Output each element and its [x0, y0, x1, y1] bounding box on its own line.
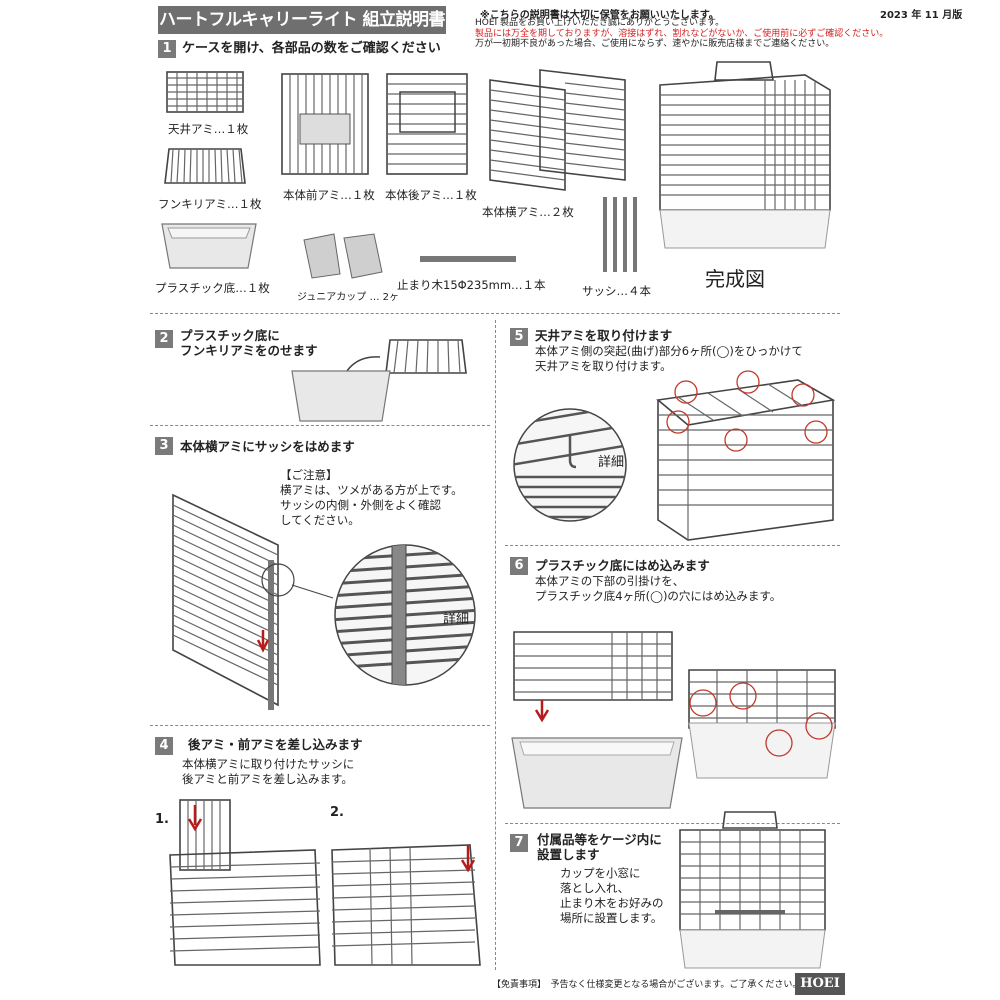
grate-image: [164, 148, 246, 184]
document-title: ハートフルキャリーライト 組立説明書: [158, 6, 446, 34]
step5-body: 本体アミ側の突起(曲げ)部分6ヶ所(◯)をひっかけて 天井アミを取り付けます。: [535, 344, 803, 373]
step5-detail-label: 詳細: [598, 455, 625, 470]
contact-text: 万が一初期不良があった場合、ご使用にならず、速やかに販売店様までご連絡ください。: [475, 39, 835, 49]
junior-cup-image: [303, 233, 383, 279]
header-notes: HOEI 製品をお買い上げいただき誠にありがとうございます。 製品には万全を期し…: [475, 18, 888, 50]
front-mesh-image: [281, 73, 369, 175]
step2-image: [291, 339, 467, 422]
back-mesh-label: 本体後アミ…１枚: [385, 188, 477, 202]
divider-horizontal: [150, 313, 840, 314]
step6-body: 本体アミの下部の引掛けを、 プラスチック底4ヶ所(◯)の穴にはめ込みます。: [535, 574, 782, 603]
step7-cage-image: [679, 811, 826, 969]
hoei-logo: HOEI: [795, 973, 845, 995]
grate-label: フンキリアミ…１枚: [158, 197, 262, 211]
step3-number: 3: [155, 437, 173, 455]
step4-sub1: 1.: [155, 812, 169, 827]
step6-number: 6: [510, 557, 528, 575]
back-mesh-image: [386, 73, 468, 175]
keep-note: ※こちらの説明書は大切に保管をお願いいたします。: [480, 10, 719, 21]
sash-image: [603, 197, 637, 272]
step3-side-mesh-image: [172, 493, 334, 710]
plastic-base-label: プラスチック底…１枚: [155, 281, 270, 295]
step1-number: 1: [158, 40, 176, 58]
step1-title: ケースを開け、各部品の数をご確認ください: [182, 41, 441, 56]
side-mesh-image: [489, 69, 626, 191]
divider-vertical: [495, 320, 496, 970]
thanks-text: HOEI 製品をお買い上げいただき誠にありがとうございます。: [475, 18, 725, 28]
step7-body: カップを小窓に 落とし入れ、 止まり木をお好みの 場所に設置します。: [560, 866, 664, 925]
step4-sub2: 2.: [330, 805, 344, 820]
step7-number: 7: [510, 834, 528, 852]
step6-title: プラスチック底にはめ込みます: [535, 558, 710, 573]
step7-title: 付属品等をケージ内に 設置します: [537, 832, 662, 862]
warning-text: 製品には万全を期しておりますが、溶接はずれ、割れなどがないか、ご使用前に必ずご確…: [475, 28, 889, 39]
step3-title: 本体横アミにサッシをはめます: [180, 439, 355, 454]
divider-step2-3: [150, 425, 490, 426]
step5-number: 5: [510, 328, 528, 346]
perch-image: [420, 256, 516, 262]
plastic-base-image: [161, 223, 257, 269]
divider-step3-4: [150, 725, 490, 726]
front-mesh-label: 本体前アミ…１枚: [283, 188, 375, 202]
step4-number: 4: [155, 737, 173, 755]
edition-date: 2023 年 11 月版: [880, 10, 963, 21]
step3-detail-image: [334, 544, 476, 686]
step2-number: 2: [155, 330, 173, 348]
disclaimer: 【免責事項】 予告なく仕様変更となる場合がございます。ご了承ください。: [492, 980, 802, 990]
junior-cup-label: ジュニアカップ … 2ヶ: [297, 292, 400, 303]
side-mesh-label: 本体横アミ…２枚: [482, 205, 574, 219]
step4-image-1: [169, 799, 321, 966]
top-mesh-image: [166, 71, 244, 113]
step3-detail-label: 詳細: [443, 612, 470, 627]
perch-label: 止まり木15Φ235mm…１本: [397, 278, 546, 292]
step3-caution: 【ご注意】 横アミは、ツメがある方が上です。 サッシの内側・外側をよく確認 して…: [280, 468, 463, 527]
complete-cage-image: [659, 61, 831, 249]
step6-cage-image: [688, 669, 836, 779]
divider-step5-6: [505, 545, 840, 546]
divider-step6-7: [505, 823, 840, 824]
step4-image-2: [331, 844, 481, 966]
top-mesh-label: 天井アミ…１枚: [168, 122, 249, 136]
step2-title: プラスチック底に フンキリアミをのせます: [180, 328, 318, 358]
complete-label: 完成図: [705, 267, 765, 291]
step5-title: 天井アミを取り付けます: [535, 328, 673, 343]
sash-label: サッシ…４本: [582, 284, 651, 298]
step4-title: 後アミ・前アミを差し込みます: [188, 737, 363, 752]
step5-detail-image: [513, 408, 627, 522]
step5-cage-image: [656, 370, 836, 541]
step6-base-image: [511, 631, 683, 809]
step4-body: 本体横アミに取り付けたサッシに 後アミと前アミを差し込みます。: [182, 757, 355, 786]
